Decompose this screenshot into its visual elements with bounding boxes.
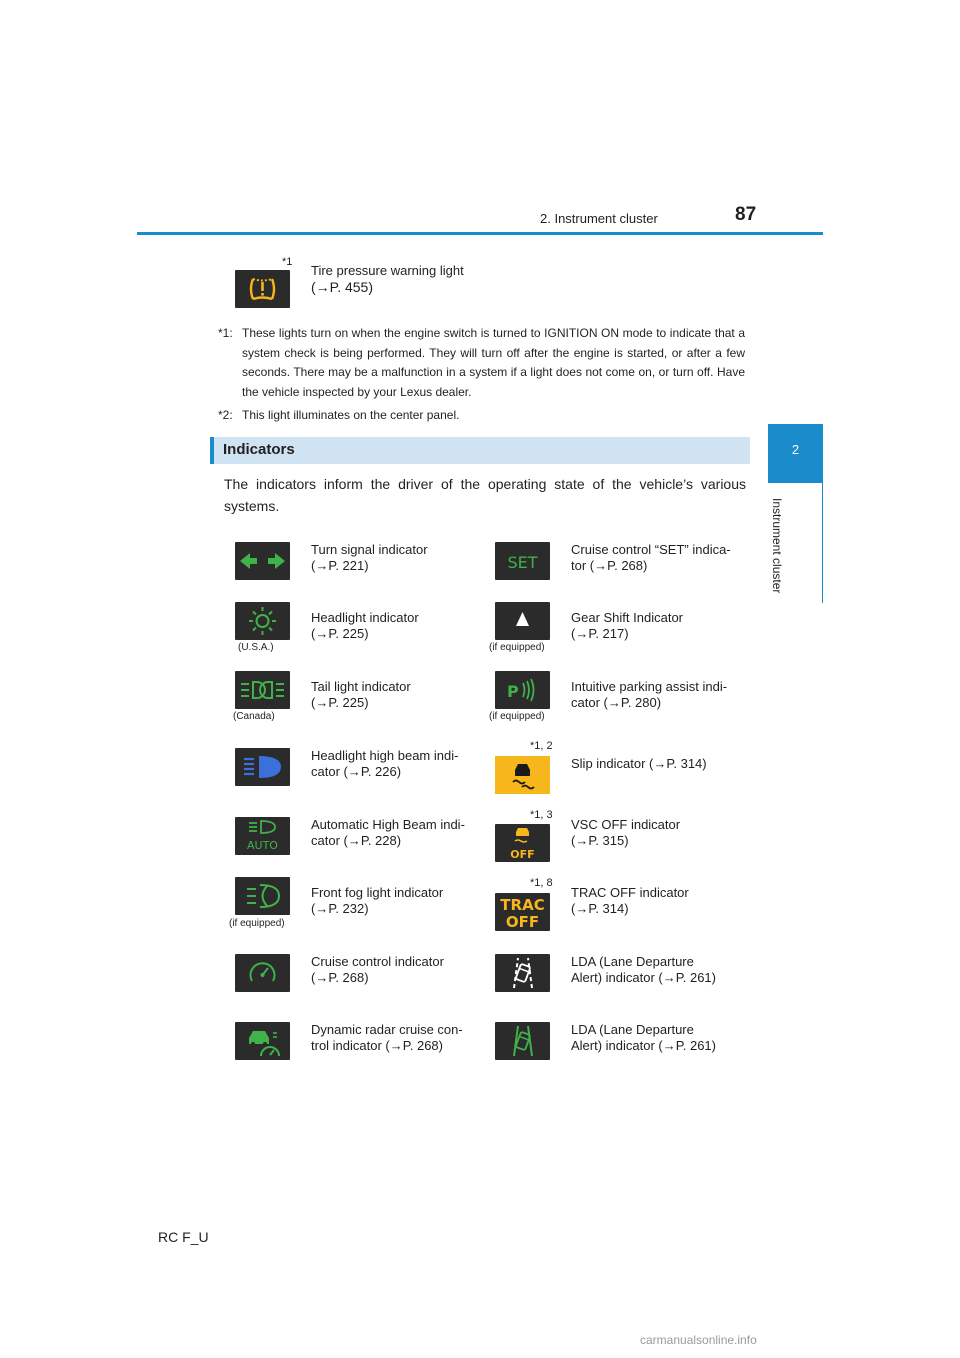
watermark: carmanualsonline.info — [640, 1333, 757, 1347]
left-caption-usa: (U.S.A.) — [238, 642, 274, 653]
running-header: 2. Instrument cluster — [540, 211, 658, 226]
slip-footnote-mark: *1, 2 — [530, 740, 553, 752]
left-caption-canada: (Canada) — [233, 711, 275, 722]
slip-icon — [495, 756, 550, 794]
svg-text:OFF: OFF — [510, 848, 534, 861]
radar-cruise-icon — [235, 1022, 290, 1060]
header-rule — [137, 232, 823, 235]
right-caption-if-equipped-2: (if equipped) — [489, 711, 545, 722]
front-fog-icon — [235, 877, 290, 915]
trac-off-footnote-mark: *1, 8 — [530, 877, 553, 889]
svg-text:TRAC: TRAC — [500, 896, 544, 914]
footnote-1: *1: These lights turn on when the engine… — [218, 326, 745, 399]
section-title: Indicators — [223, 441, 295, 458]
trac-off-description: TRAC OFF indicator(→P. 314) — [571, 885, 689, 916]
chapter-number: 2 — [791, 442, 800, 457]
parking-assist-description: Intuitive parking assist indi-cator (→P.… — [571, 679, 728, 710]
front-fog-description: Front fog light indicator(→P. 232) — [311, 885, 444, 916]
footnote-2: *2: This light illuminates on the center… — [218, 408, 460, 422]
vsc-off-icon: OFF — [495, 824, 550, 862]
turn-signal-icon — [235, 542, 290, 580]
gear-shift-icon — [495, 602, 550, 640]
lda-green-icon — [495, 1022, 550, 1060]
high-beam-icon — [235, 748, 290, 786]
tail-light-icon — [235, 671, 290, 709]
section-intro: The indicators inform the driver of the … — [224, 476, 746, 514]
set-description: Cruise control “SET” indica-tor (→P. 268… — [571, 542, 731, 573]
turn-signal-description: Turn signal indicator(→P. 221) — [311, 542, 428, 573]
headlight-icon — [235, 602, 290, 640]
cruise-control-description: Cruise control indicator(→P. 268) — [311, 954, 444, 985]
tire-light-description: Tire pressure warning light (→P. 455) — [311, 263, 464, 295]
side-rule — [822, 483, 823, 603]
parking-assist-icon: P — [495, 671, 550, 709]
headlight-description: Headlight indicator(→P. 225) — [311, 610, 419, 641]
tire-pressure-icon — [235, 270, 290, 308]
model-footer: RC F_U — [158, 1229, 209, 1245]
auto-high-beam-icon: AUTO — [235, 817, 290, 855]
vsc-off-description: VSC OFF indicator(→P. 315) — [571, 817, 681, 848]
high-beam-description: Headlight high beam indi-cator (→P. 226) — [311, 748, 459, 779]
svg-text:P: P — [507, 682, 519, 701]
svg-text:SET: SET — [507, 553, 537, 572]
right-caption-if-equipped-1: (if equipped) — [489, 642, 545, 653]
trac-off-icon: TRAC OFF — [495, 893, 550, 931]
section-heading-bar — [210, 437, 750, 464]
lda-icon — [495, 954, 550, 992]
chapter-tab: 2 — [768, 424, 823, 483]
gear-shift-description: Gear Shift Indicator(→P. 217) — [571, 610, 683, 641]
left-caption-if-equipped: (if equipped) — [229, 918, 285, 929]
cruise-control-icon — [235, 954, 290, 992]
tail-light-description: Tail light indicator(→P. 225) — [311, 679, 411, 710]
radar-cruise-description: Dynamic radar cruise con-trol indicator … — [311, 1022, 463, 1053]
chapter-label: Instrument cluster — [770, 498, 784, 594]
page-number: 87 — [735, 204, 757, 225]
tire-light-footnote-mark: *1 — [282, 256, 293, 268]
vsc-off-footnote-mark: *1, 3 — [530, 809, 553, 821]
svg-text:OFF: OFF — [506, 913, 539, 931]
auto-high-beam-description: Automatic High Beam indi-cator (→P. 228) — [311, 817, 465, 848]
set-icon: SET — [495, 542, 550, 580]
slip-description: Slip indicator (→P. 314) — [571, 756, 707, 771]
svg-text:AUTO: AUTO — [247, 839, 278, 852]
